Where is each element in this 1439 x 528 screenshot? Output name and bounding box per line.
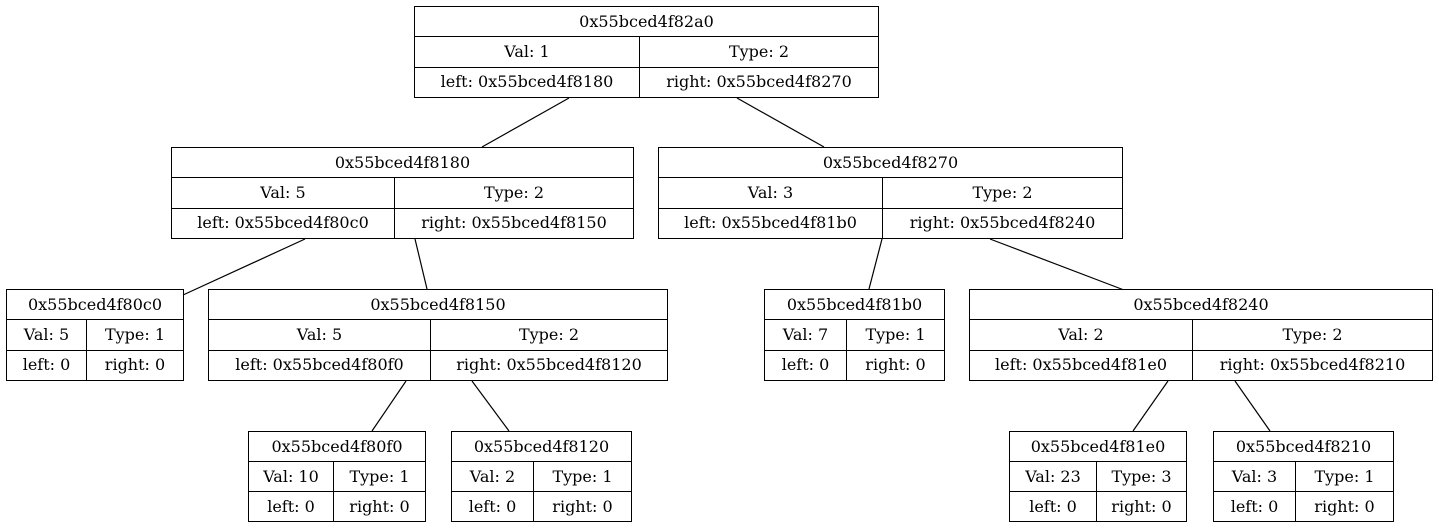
edge-8240-81e0: [1132, 380, 1169, 432]
node-val: Val: 2: [469, 466, 516, 486]
tree-node: 0x55bced4f81e0 Val: 23 Type: 3 left: 0 r…: [1009, 431, 1187, 522]
node-right-pointer: right: 0: [1295, 492, 1393, 521]
node-type: Type: 1: [333, 462, 425, 491]
node-address: 0x55bced4f8180: [334, 152, 471, 172]
node-type: Type: 1: [1295, 462, 1393, 491]
node-type: Type: 2: [639, 37, 878, 67]
node-left-pointer: left: 0: [1029, 496, 1077, 516]
node-type: Type: 1: [533, 462, 631, 491]
node-type: Type: 1: [86, 320, 183, 350]
node-right-pointer: right: 0: [1096, 492, 1186, 521]
edge-82a0-8270: [736, 97, 825, 148]
node-type: Type: 2: [430, 320, 667, 350]
edge-8240-8210: [1234, 380, 1271, 432]
node-val: Val: 3: [747, 182, 794, 202]
node-left-pointer: left: 0: [267, 496, 315, 516]
node-type: Type: 2: [882, 178, 1122, 208]
node-val: Val: 7: [782, 324, 829, 344]
node-left-pointer: left: 0x55bced4f80f0: [235, 355, 404, 375]
node-val: Val: 5: [23, 324, 70, 344]
node-val: Val: 1: [504, 41, 550, 61]
node-right-pointer: right: 0x55bced4f8120: [430, 350, 667, 380]
tree-node: 0x55bced4f82a0 Val: 1 Type: 2 left: 0x55…: [414, 6, 879, 98]
edge-8180-80c0: [182, 238, 306, 296]
edge-8150-80f0: [371, 380, 407, 432]
node-type: Type: 2: [394, 178, 633, 208]
node-left-pointer: left: 0x55bced4f8180: [440, 72, 614, 92]
node-address: 0x55bced4f8270: [822, 152, 959, 172]
node-left-pointer: left: 0: [468, 496, 517, 516]
node-left-pointer: left: 0: [1230, 496, 1279, 516]
edge-8270-8240: [989, 238, 1125, 291]
node-address: 0x55bced4f8240: [1133, 294, 1269, 314]
tree-node: 0x55bced4f8270 Val: 3 Type: 2 left: 0x55…: [658, 147, 1123, 239]
node-address: 0x55bced4f82a0: [579, 11, 714, 31]
node-right-pointer: right: 0x55bced4f8150: [394, 208, 633, 238]
node-left-pointer: left: 0: [22, 355, 71, 375]
edge-8180-8150: [414, 238, 428, 290]
node-type: Type: 2: [1192, 320, 1432, 350]
tree-node: 0x55bced4f8150 Val: 5 Type: 2 left: 0x55…: [208, 289, 668, 381]
tree-node: 0x55bced4f80f0 Val: 10 Type: 1 left: 0 r…: [248, 431, 426, 522]
node-address: 0x55bced4f81b0: [786, 294, 923, 314]
node-address: 0x55bced4f81e0: [1030, 436, 1166, 456]
node-left-pointer: left: 0x55bced4f81e0: [995, 355, 1167, 375]
node-address: 0x55bced4f8120: [473, 436, 610, 456]
tree-node: 0x55bced4f8120 Val: 2 Type: 1 left: 0 ri…: [451, 431, 632, 522]
edge-8150-8120: [471, 380, 510, 432]
node-val: Val: 10: [263, 466, 319, 486]
node-right-pointer: right: 0: [86, 350, 183, 380]
node-right-pointer: right: 0: [533, 492, 631, 521]
node-val: Val: 5: [260, 182, 306, 202]
node-type: Type: 3: [1096, 462, 1186, 491]
node-right-pointer: right: 0x55bced4f8210: [1192, 350, 1432, 380]
tree-node: 0x55bced4f81b0 Val: 7 Type: 1 left: 0 ri…: [764, 289, 945, 381]
node-left-pointer: left: 0x55bced4f81b0: [684, 213, 857, 233]
node-type: Type: 1: [846, 320, 944, 350]
node-address: 0x55bced4f80f0: [271, 436, 403, 456]
node-right-pointer: right: 0x55bced4f8270: [639, 67, 878, 97]
node-address: 0x55bced4f8210: [1235, 436, 1372, 456]
tree-node: 0x55bced4f8240 Val: 2 Type: 2 left: 0x55…: [969, 289, 1433, 381]
tree-node: 0x55bced4f80c0 Val: 5 Type: 1 left: 0 ri…: [6, 289, 184, 381]
node-val: Val: 5: [296, 324, 343, 344]
edge-8270-81b0: [868, 238, 883, 290]
node-val: Val: 3: [1231, 466, 1278, 486]
node-right-pointer: right: 0: [333, 492, 425, 521]
node-address: 0x55bced4f80c0: [27, 294, 163, 314]
node-left-pointer: left: 0: [781, 355, 830, 375]
node-right-pointer: right: 0x55bced4f8240: [882, 208, 1122, 238]
node-address: 0x55bced4f8150: [370, 294, 506, 314]
node-val: Val: 2: [1058, 324, 1104, 344]
tree-node: 0x55bced4f8210 Val: 3 Type: 1 left: 0 ri…: [1213, 431, 1394, 522]
node-left-pointer: left: 0x55bced4f80c0: [197, 213, 369, 233]
edge-82a0-8180: [481, 97, 570, 148]
node-right-pointer: right: 0: [846, 350, 944, 380]
tree-node: 0x55bced4f8180 Val: 5 Type: 2 left: 0x55…: [171, 147, 634, 239]
node-val: Val: 23: [1025, 466, 1081, 486]
